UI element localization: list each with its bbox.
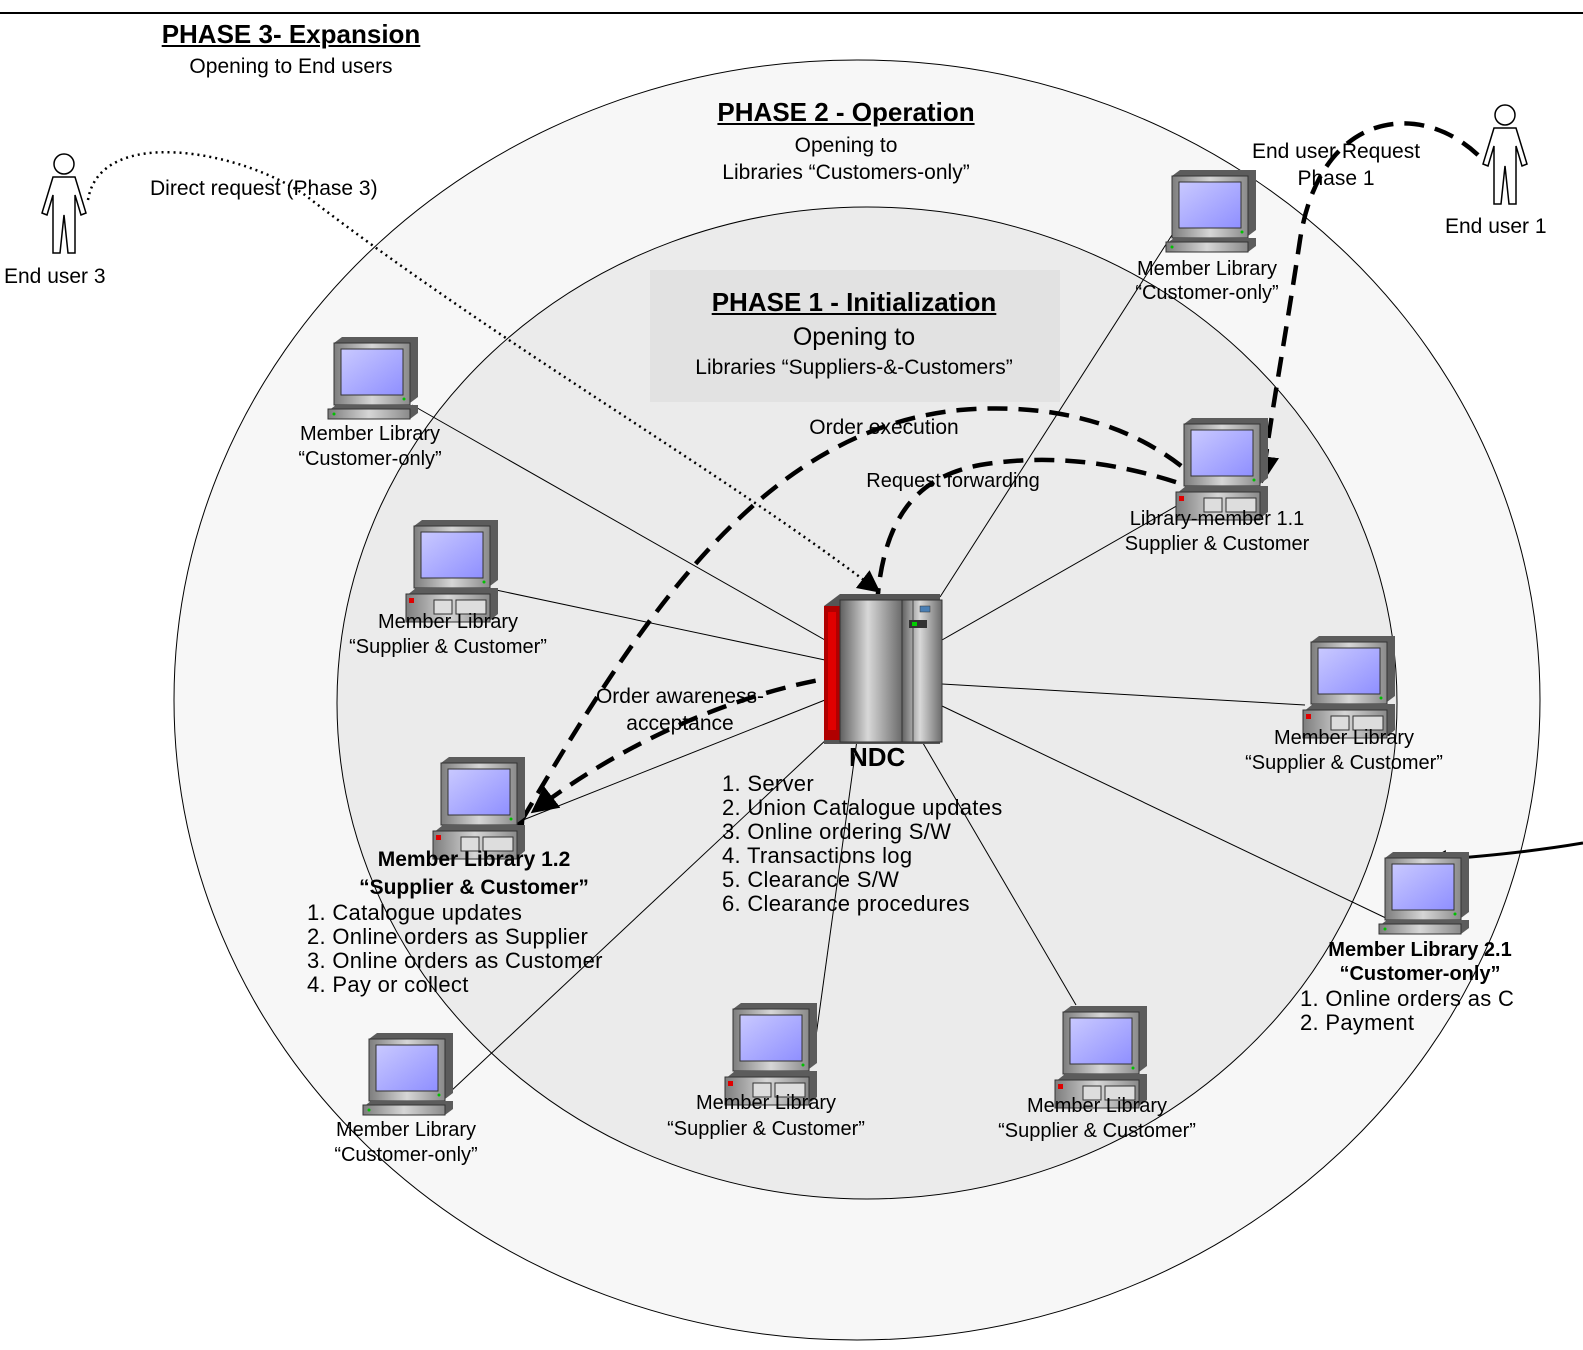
library-1-2-functions-list: 1. Catalogue updates 2. Online orders as… — [307, 901, 603, 997]
ndc-item: 2. Union Catalogue updates — [722, 795, 1003, 820]
node-lower-left-line2: “Customer-only” — [334, 1144, 478, 1166]
node-lower-left-line1: Member Library — [335, 1119, 477, 1141]
library-2-1-item: 1. Online orders as C — [1300, 986, 1515, 1011]
end-user-1-label: End user 1 — [1445, 215, 1547, 238]
library-1-1-line2: Supplier & Customer — [1124, 533, 1310, 555]
end-user-3-label: End user 3 — [4, 265, 106, 288]
library-1-2-item: 2. Online orders as Supplier — [307, 924, 589, 949]
node-bottom-right-line2: “Supplier & Customer” — [998, 1120, 1196, 1142]
library-2-1-line1: Member Library 2.1 — [1328, 939, 1512, 961]
ndc-item: 1. Server — [722, 771, 814, 796]
phase-2-title: PHASE 2 - Operation — [717, 97, 975, 127]
library-2-1-functions-list: 1. Online orders as C 2. Payment — [1300, 987, 1514, 1035]
ndc-server-icon — [824, 594, 943, 744]
library-1-2-item: 4. Pay or collect — [307, 972, 469, 997]
library-1-2-line2: “Supplier & Customer” — [359, 876, 589, 899]
workstation-icon — [1175, 418, 1268, 521]
ndc-label: NDC — [849, 742, 906, 772]
ndc-item: 6. Clearance procedures — [722, 891, 970, 916]
phase-1-line1: Opening to — [792, 323, 916, 351]
workstation-icon — [1378, 852, 1469, 935]
end-user-3-icon — [41, 153, 87, 254]
workstation-icon — [362, 1033, 453, 1116]
phase-2-line2: Libraries “Customers-only” — [722, 161, 970, 184]
ndc-item: 4. Transactions log — [722, 843, 913, 868]
order-acceptance-label: acceptance — [626, 712, 734, 735]
direct-request-label: Direct request (Phase 3) — [150, 177, 378, 200]
end-user-1-icon — [1482, 104, 1528, 205]
workstation-icon — [1054, 1006, 1147, 1109]
end-user-request-arrow — [1252, 121, 1480, 484]
library-2-1-item: 2. Payment — [1300, 1010, 1415, 1035]
ndc-functions-list: 1. Server 2. Union Catalogue updates 3. … — [722, 772, 1003, 916]
order-execution-arrow — [499, 406, 1212, 846]
node-bottom-right-line1: Member Library — [1026, 1095, 1168, 1117]
workstation-icon — [405, 520, 498, 623]
workstation-icon — [432, 757, 525, 860]
end-user-request-phase-label: Phase 1 — [1297, 167, 1375, 190]
workstation-icon — [327, 337, 418, 420]
ndc-item: 5. Clearance S/W — [722, 867, 900, 892]
node-upper-left-line1: Member Library — [299, 423, 441, 445]
node-bottom-center-line2: “Supplier & Customer” — [667, 1118, 865, 1140]
node-right-line1: Member Library — [1273, 727, 1415, 749]
node-left-line1: Member Library — [377, 611, 519, 633]
workstation-icon — [724, 1003, 817, 1106]
workstation-icon — [1165, 170, 1256, 253]
request-forwarding-label: Request forwarding — [866, 470, 1040, 492]
node-top-right-line2: “Customer-only” — [1135, 282, 1279, 304]
library-1-1-line1: Library-member 1.1 — [1129, 508, 1305, 530]
ndc-item: 3. Online ordering S/W — [722, 819, 952, 844]
node-right-line2: “Supplier & Customer” — [1245, 752, 1443, 774]
library-2-1-line2: “Customer-only” — [1339, 963, 1501, 985]
node-left-line2: “Supplier & Customer” — [349, 636, 547, 658]
node-bottom-center-line1: Member Library — [695, 1092, 837, 1114]
phase-3-subtitle: Opening to End users — [189, 55, 393, 78]
order-awareness-label: Order awareness- — [595, 685, 765, 708]
phase-1-title-box — [650, 270, 1060, 402]
phase-3-title: PHASE 3- Expansion — [161, 19, 421, 49]
node-upper-left-line2: “Customer-only” — [298, 448, 442, 470]
workstation-icon — [1302, 636, 1395, 739]
phase-1-line2: Libraries “Suppliers-&-Customers” — [695, 356, 1013, 379]
phase-1-title: PHASE 1 - Initialization — [711, 287, 997, 317]
order-execution-label: Order execution — [809, 416, 959, 439]
library-1-2-item: 3. Online orders as Customer — [307, 948, 603, 973]
node-top-right-line1: Member Library — [1136, 258, 1278, 280]
end-user-request-label: End user Request — [1251, 140, 1421, 163]
library-1-2-item: 1. Catalogue updates — [307, 900, 523, 925]
phase-2-line1: Opening to — [794, 134, 898, 157]
library-1-2-line1: Member Library 1.2 — [377, 848, 571, 871]
